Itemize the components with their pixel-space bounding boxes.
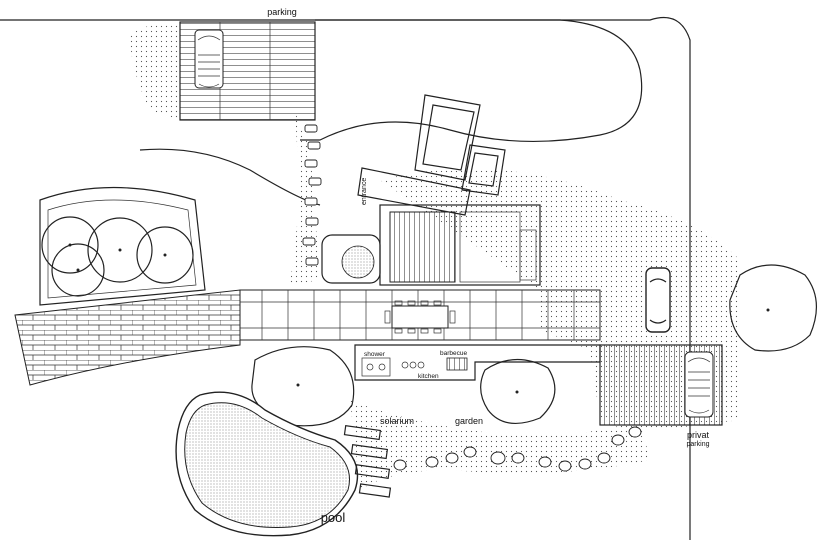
solarium-label: solarium [380, 416, 414, 426]
car-driveway [645, 267, 671, 333]
tree-canopy-garden [480, 358, 556, 425]
tree-canopy-right [729, 264, 818, 352]
entrance-label: entrance [361, 178, 368, 205]
private-parking-deck: privat parking [599, 344, 723, 448]
outdoor-kitchen: shower kitchen barbecue [354, 344, 601, 381]
barbecue-label: barbecue [440, 350, 467, 357]
stepping-stones [302, 124, 642, 472]
pool-label: pool [321, 510, 346, 525]
sun-loungers [343, 424, 392, 498]
car-private-parking [684, 351, 714, 418]
privat-parking-label: parking [687, 441, 710, 448]
hill-contour-line [300, 19, 643, 142]
kitchen-label: kitchen [418, 373, 439, 380]
parking-label: parking [267, 7, 297, 17]
gravel-area-bottom [350, 400, 650, 490]
middle-contour-line [139, 148, 321, 206]
round-room [321, 234, 381, 284]
garden-pavilion [39, 186, 206, 306]
privat-label: privat [687, 430, 710, 440]
dining-table [384, 300, 456, 334]
top-contour-line [0, 16, 691, 540]
parking-area: parking [179, 7, 316, 121]
car-top-parking [194, 29, 224, 89]
garden-label: garden [455, 416, 483, 426]
pergola [239, 289, 601, 341]
upper-house-volume [357, 94, 506, 216]
brick-terrace [14, 289, 241, 386]
gravel-area-top [130, 23, 180, 120]
tree-canopies-left [41, 216, 194, 297]
house-plan [321, 204, 541, 286]
pool: pool [175, 391, 359, 537]
shower-label: shower [364, 351, 386, 358]
